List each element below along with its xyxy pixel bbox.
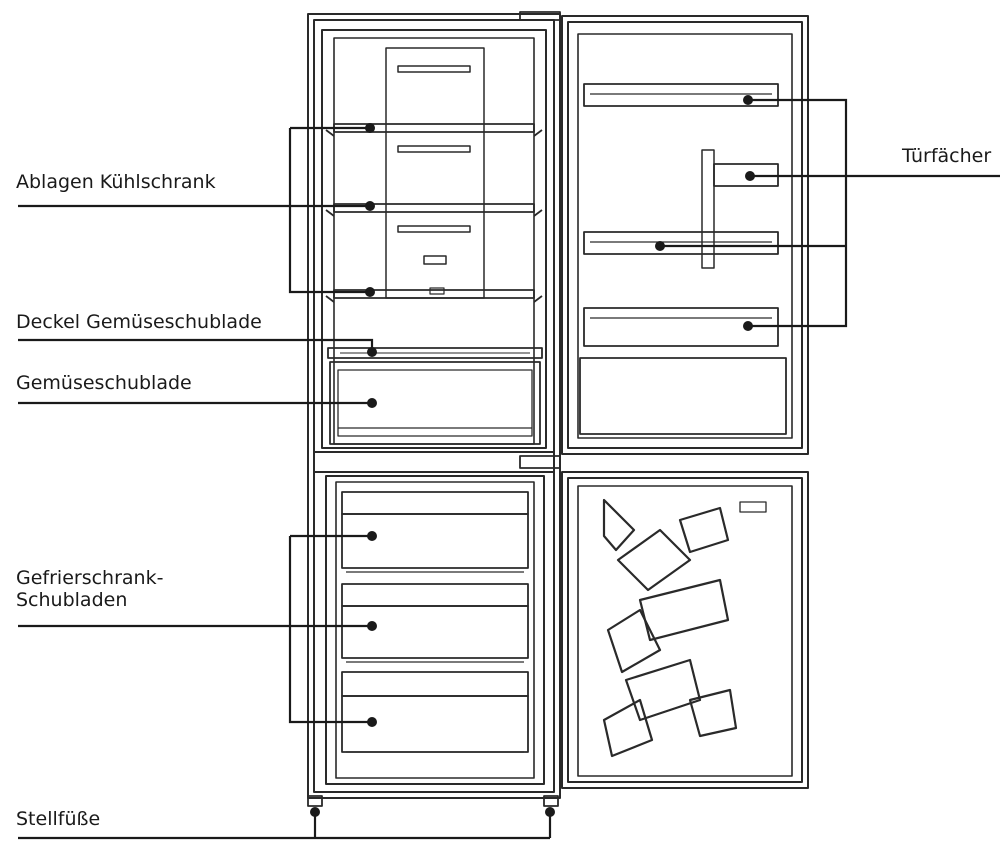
freezer-drawer	[341, 491, 529, 573]
leader-door-shelves	[660, 98, 1000, 328]
label-crisper-drawer: Gemüseschublade	[16, 372, 192, 394]
label-fridge-shelves: Ablagen Kühlschrank	[16, 171, 216, 193]
leader-lines	[18, 98, 1000, 840]
label-adjustable-feet: Stellfüße	[16, 808, 101, 830]
door-hinge	[519, 11, 561, 469]
door-bin	[579, 357, 787, 435]
label-door-shelves: Türfächer	[902, 145, 992, 167]
leader-shelves	[18, 126, 370, 294]
label-freezer-line2: Schubladen	[16, 589, 128, 611]
door-bin	[583, 231, 779, 255]
freezer-compartment	[325, 475, 545, 785]
fridge-shelf	[325, 289, 543, 303]
label-crisper-cover: Deckel Gemüseschublade	[16, 311, 262, 333]
freezer-drawer	[341, 583, 529, 663]
freezer-drawer	[341, 671, 529, 753]
leader-freezer-drawers	[18, 534, 372, 724]
leader-dots	[310, 95, 755, 817]
label-freezer-drawers: Gefrierschrank- Schubladen	[16, 567, 163, 611]
snowflake-icon	[602, 498, 738, 758]
fridge-door	[561, 15, 809, 455]
fridge-shelf	[325, 203, 543, 217]
label-freezer-line1: Gefrierschrank-	[16, 567, 164, 589]
door-bin	[583, 83, 779, 107]
cabinet-body	[307, 13, 561, 799]
adjustable-foot	[307, 795, 559, 807]
